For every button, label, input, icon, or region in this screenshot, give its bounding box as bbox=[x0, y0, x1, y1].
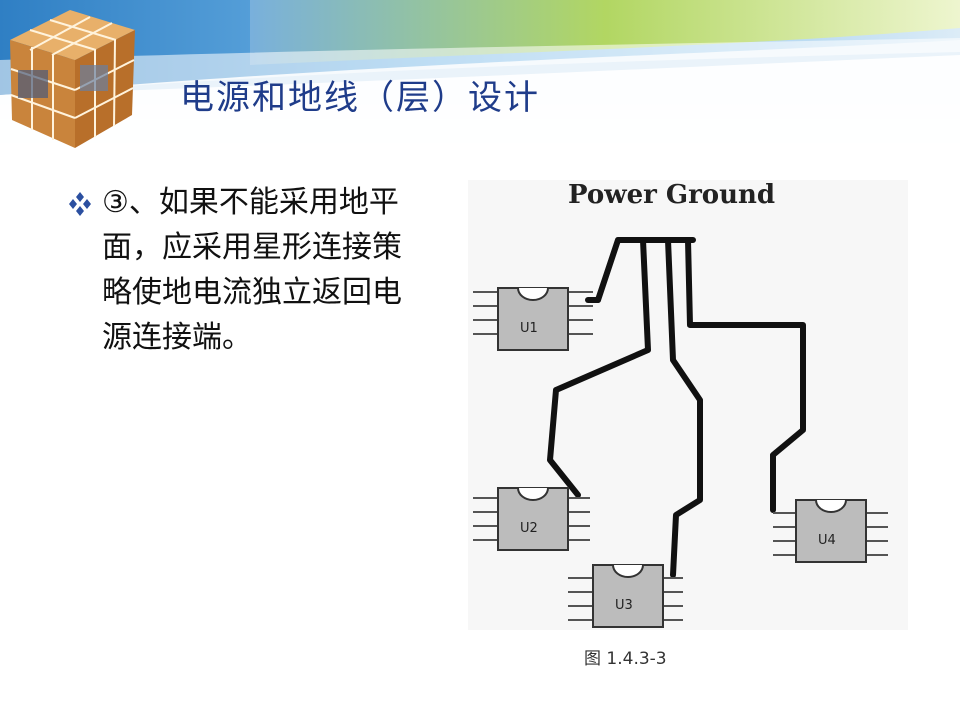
chip-label-u4: U4 bbox=[818, 533, 836, 548]
star-ground-figure: U1 U2 U3 bbox=[468, 180, 908, 630]
chip-label-u3: U3 bbox=[615, 598, 633, 613]
chip-u4: U4 bbox=[773, 499, 888, 563]
figure-caption: 图 1.4.3-3 bbox=[584, 649, 667, 669]
bullet-text: ③、如果不能采用地平面，应采用星形连接策略使地电流独立返回电源连接端。 bbox=[102, 185, 402, 355]
chip-label-u2: U2 bbox=[520, 521, 538, 536]
chip-label-u1: U1 bbox=[520, 321, 538, 336]
header-swoosh bbox=[0, 0, 960, 175]
ground-traces bbox=[547, 237, 806, 578]
figure-drawing: U1 U2 U3 bbox=[473, 237, 888, 628]
figure-title: Power Ground bbox=[568, 180, 776, 210]
chip-u3: U3 bbox=[568, 564, 683, 628]
chip-u2: U2 bbox=[473, 487, 590, 551]
chip-u1: U1 bbox=[473, 287, 593, 351]
slide-header: 电源和地线（层）设计 bbox=[0, 0, 960, 175]
diamond-bullet-icon bbox=[69, 192, 91, 216]
photo-cube-icon bbox=[10, 10, 135, 148]
slide-title: 电源和地线（层）设计 bbox=[180, 78, 540, 118]
